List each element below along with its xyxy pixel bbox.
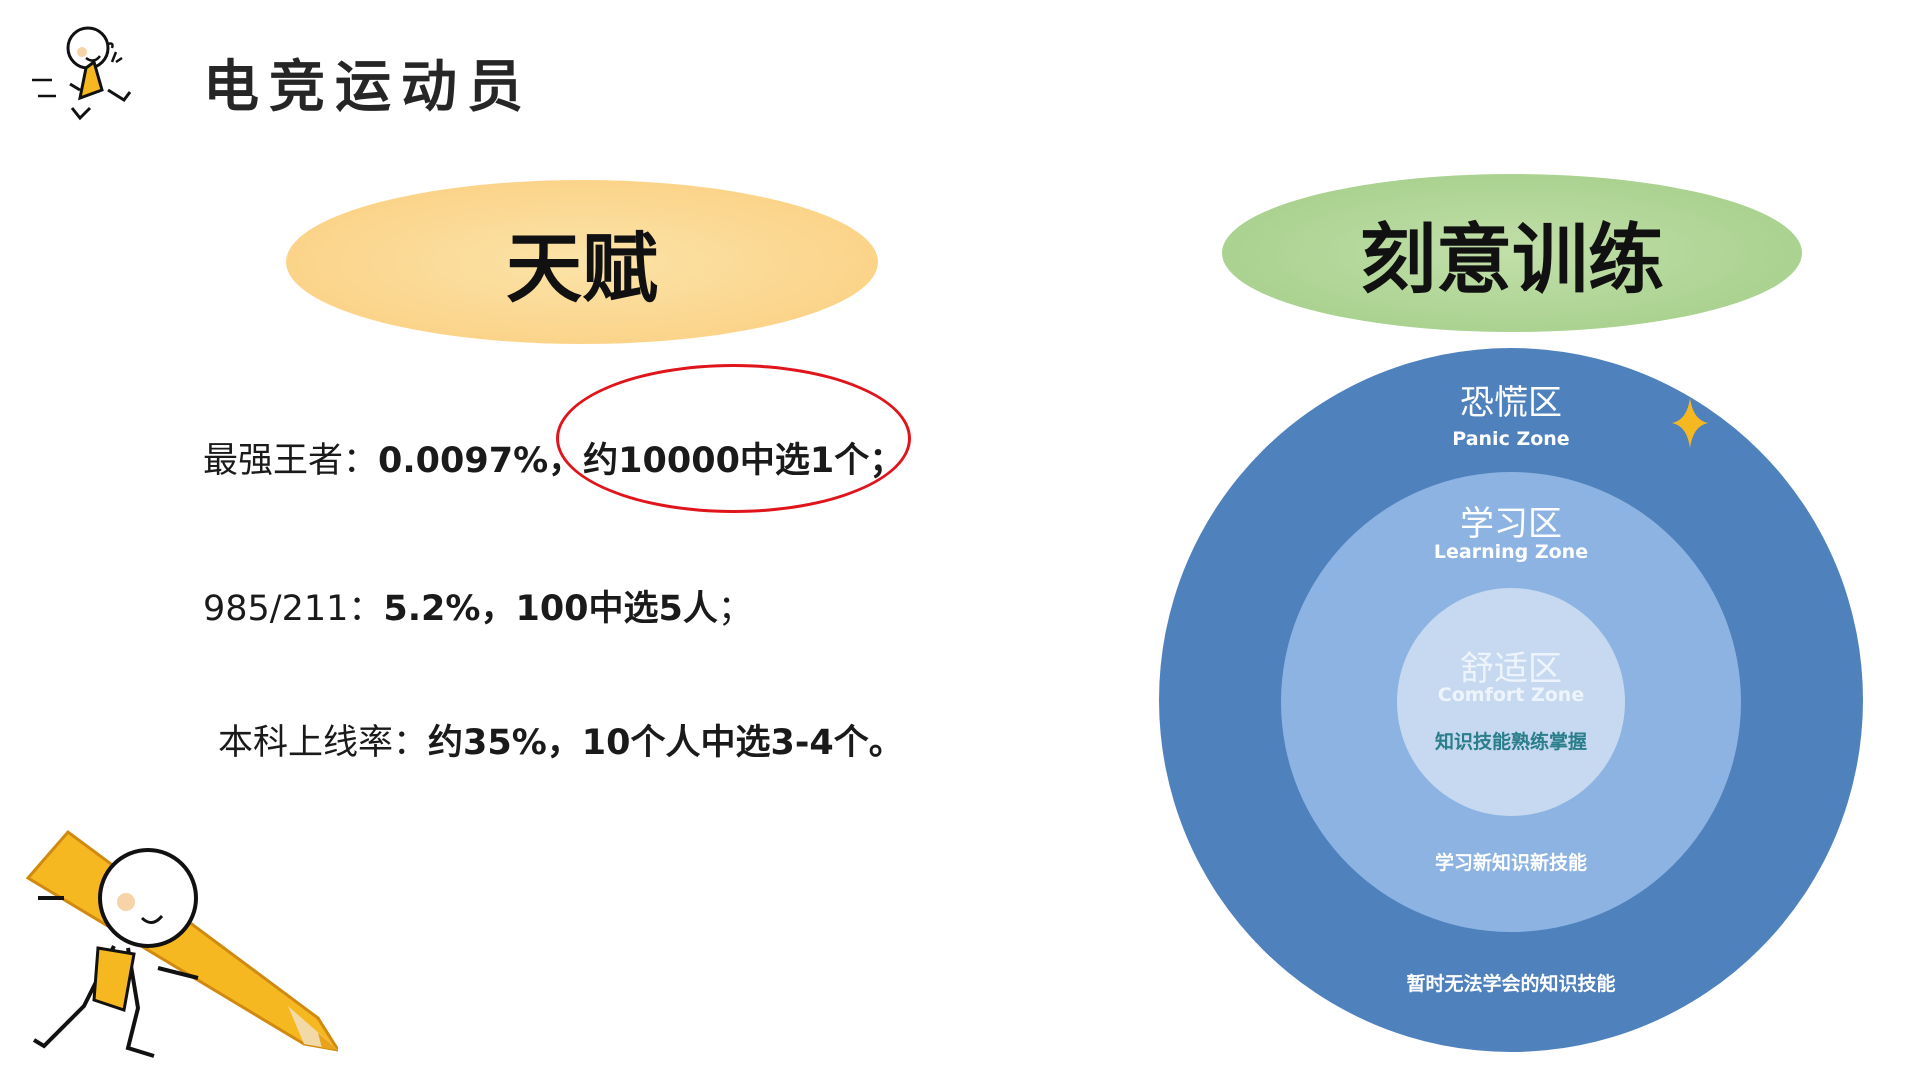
panic-zone-en: Panic Zone — [1452, 428, 1570, 450]
stat-value: 约35%，10个人中选3-4个。 — [428, 723, 904, 763]
stat-label: 本科上线率： — [218, 723, 429, 763]
pencil-carrier-figure-icon — [25, 829, 338, 1058]
comfort-zone-circle — [1397, 588, 1625, 816]
stat-label: 985/211： — [203, 589, 384, 629]
deliberate-practice-heading-text: 刻意训练 — [1360, 215, 1664, 304]
panic-zone-zh: 恐慌区 — [1460, 383, 1562, 423]
learning-zone-en: Learning Zone — [1433, 541, 1589, 563]
page-title: 电竞运动员 — [203, 55, 533, 120]
talent-heading-text: 天赋 — [506, 224, 658, 313]
stat-value: 0.0097%， — [378, 441, 584, 481]
highlight-ring — [556, 364, 911, 513]
stat-value: 5.2%，100中选5人 — [383, 589, 718, 629]
comfort-zone-en: Comfort Zone — [1437, 684, 1585, 706]
comfort-zone-zh: 舒适区 — [1460, 649, 1562, 689]
comfort-zone-note: 知识技能熟练掌握 — [1434, 731, 1587, 753]
learning-zone-zh: 学习区 — [1460, 504, 1562, 544]
running-figure-icon — [32, 26, 132, 121]
stat-line-985: 985/211：5.2%，100中选5人； — [203, 580, 753, 631]
stat-line-undergrad: 本科上线率：约35%，10个人中选3-4个。 — [218, 714, 904, 765]
panic-zone-note: 暂时无法学会的知识技能 — [1406, 973, 1616, 995]
stat-tail: ； — [717, 589, 753, 629]
stat-label: 最强王者： — [203, 441, 379, 481]
talent-heading: 天赋 — [286, 180, 878, 344]
learning-zone-note: 学习新知识新技能 — [1434, 852, 1587, 874]
deliberate-practice-heading: 刻意训练 — [1222, 174, 1802, 332]
sparkle-star-icon — [1672, 398, 1708, 448]
